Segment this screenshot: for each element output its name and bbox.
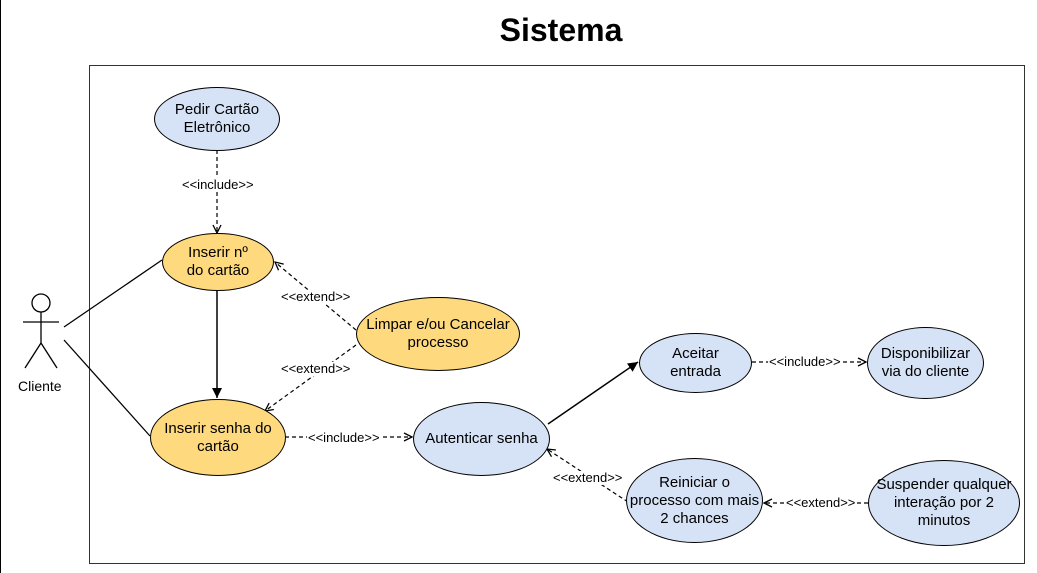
flow-autenticar-aceitar bbox=[547, 361, 639, 425]
label-extend-limpar-senha: <<extend>> bbox=[280, 361, 352, 376]
label-include-aceitar: <<include>> bbox=[768, 354, 842, 369]
usecase-pedir-cartao[interactable]: Pedir Cartão Eletrônico bbox=[154, 87, 280, 151]
actor-figure bbox=[23, 293, 59, 369]
label-include-senha: <<include>> bbox=[307, 430, 381, 445]
usecase-aceitar[interactable]: Aceitar entrada bbox=[639, 333, 752, 393]
usecase-autenticar[interactable]: Autenticar senha bbox=[413, 402, 550, 476]
usecase-limpar-cancelar[interactable]: Limpar e/ou Cancelar processo bbox=[356, 297, 520, 371]
label-extend-limpar-cartao: <<extend>> bbox=[280, 289, 352, 304]
usecase-suspender[interactable]: Suspender qualquer interação por 2 minut… bbox=[868, 460, 1020, 546]
canvas-edge bbox=[0, 0, 1, 573]
association-senha bbox=[63, 339, 151, 437]
system-boundary bbox=[89, 65, 1025, 564]
usecase-inserir-senha[interactable]: Inserir senha do cartão bbox=[150, 399, 286, 476]
label-extend-suspender: <<extend>> bbox=[785, 495, 857, 510]
usecase-disponibilizar[interactable]: Disponibilizar via do cliente bbox=[867, 327, 984, 399]
label-extend-reiniciar: <<extend>> bbox=[552, 470, 624, 485]
actor-label: Cliente bbox=[18, 378, 62, 394]
usecase-reiniciar[interactable]: Reiniciar o processo com mais 2 chances bbox=[626, 458, 763, 543]
usecase-inserir-cartao[interactable]: Inserir nº do cartão bbox=[162, 233, 274, 291]
extend-reiniciar-autenticar bbox=[547, 449, 629, 503]
extend-limpar-senha bbox=[265, 344, 357, 411]
association-cartao bbox=[63, 259, 163, 328]
label-include-pedir: <<include>> bbox=[181, 177, 255, 192]
system-title: Sistema bbox=[499, 12, 623, 48]
